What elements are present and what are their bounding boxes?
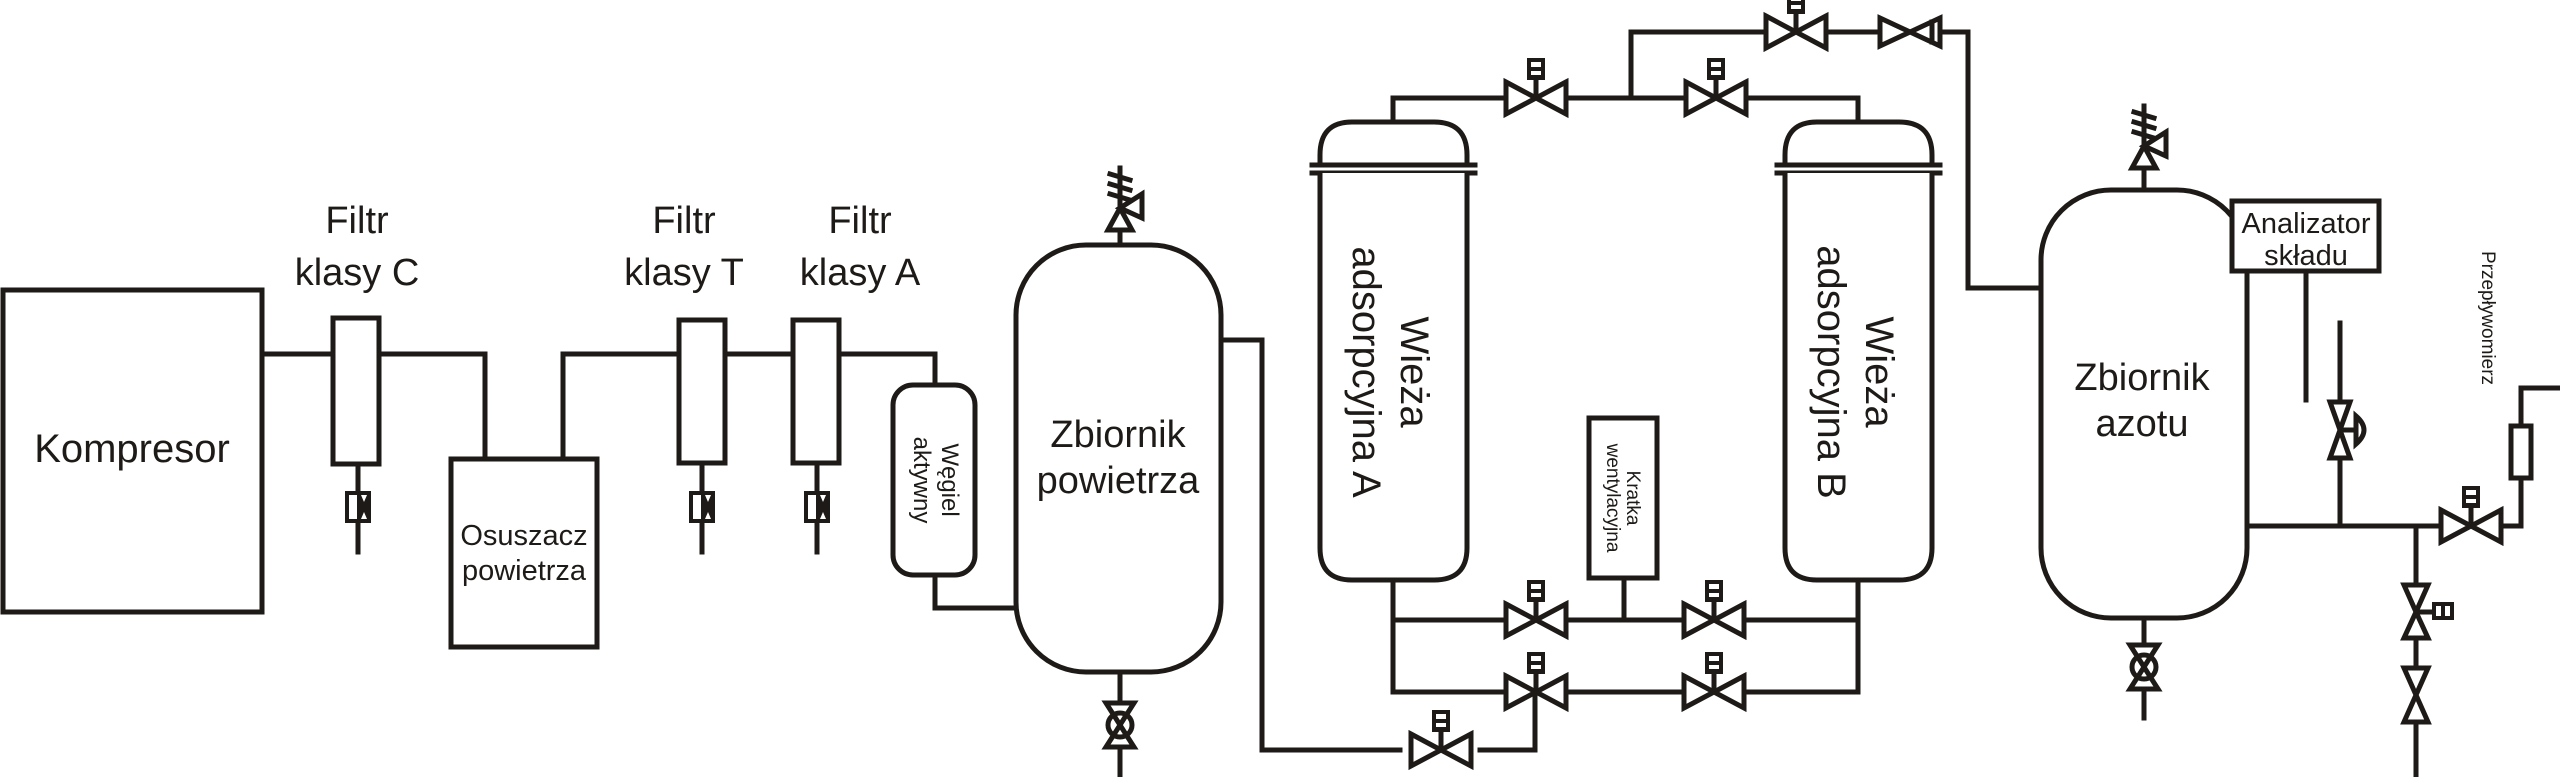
- filter-a-label-line2: klasy A: [800, 252, 921, 294]
- tower-a-body: [1317, 173, 1470, 583]
- nitrogen-tank-label-line2: azotu: [2096, 403, 2189, 445]
- tower-a-label-line2: adsorpcyjna A: [1344, 246, 1388, 498]
- air-tank-label-line1: Zbiornik: [1050, 414, 1186, 456]
- pipes: [260, 29, 2560, 777]
- ball-valve-icon[interactable]: [1106, 703, 1134, 747]
- ball-valve-icon[interactable]: [2130, 645, 2158, 689]
- activated-carbon[interactable]: Węgiel aktywny: [890, 382, 978, 578]
- carbon-label-line2: aktywny: [908, 437, 935, 524]
- filter-t-label-line1: Filtr: [652, 200, 716, 242]
- pipe: [1742, 617, 1861, 695]
- pipe: [1390, 95, 1508, 125]
- valve-icon[interactable]: [2400, 665, 2432, 725]
- pipe: [2497, 475, 2524, 529]
- nitrogen-tank-label-line1: Zbiornik: [2074, 357, 2210, 399]
- air-tank[interactable]: Zbiornik powietrza: [1013, 242, 1224, 675]
- dryer-label-line1: Osuszacz: [460, 520, 587, 552]
- tower-b-body: [1782, 173, 1935, 583]
- filter-c-label-line1: Filtr: [325, 200, 389, 242]
- tower-b-flange: [1774, 162, 1943, 176]
- pipe: [560, 351, 681, 463]
- compressor-label: Kompresor: [34, 427, 230, 471]
- solenoid-valve-icon[interactable]: [1686, 58, 1746, 114]
- flowmeter[interactable]: Przepływomierz: [2477, 251, 2534, 481]
- dryer-label-line2: powietrza: [462, 555, 587, 587]
- filter-t-body: [676, 317, 728, 466]
- solenoid-valve-icon[interactable]: [1411, 710, 1471, 766]
- nitrogen-tank-body: [2038, 187, 2250, 621]
- filter-class-t[interactable]: Filtr klasy T: [624, 200, 744, 466]
- solenoid-valve-icon[interactable]: [2441, 486, 2501, 542]
- tower-a-flange: [1309, 162, 1478, 176]
- carbon-body: [890, 382, 978, 578]
- flowmeter-label: Przepływomierz: [2477, 251, 2498, 385]
- tower-a-label-line1: Wieża: [1392, 316, 1436, 428]
- check-valve-icon[interactable]: [1877, 14, 1943, 50]
- filter-a-label-line1: Filtr: [828, 200, 892, 242]
- filter-t-label-line2: klasy T: [624, 252, 744, 294]
- pipe: [2518, 385, 2560, 429]
- solenoid-valve-icon[interactable]: [1766, 0, 1826, 48]
- tower-b-dome: [1782, 119, 1935, 168]
- pipe: [1744, 95, 1861, 125]
- air-dryer[interactable]: Osuszacz powietrza: [448, 456, 600, 650]
- dryer-body: [448, 456, 600, 650]
- tower-a-dome: [1317, 119, 1470, 168]
- condensate-drain-icon[interactable]: [804, 491, 830, 523]
- air-tank-body: [1013, 242, 1224, 675]
- tower-b-label-line2: adsorpcyjna B: [1809, 245, 1853, 498]
- pipe: [838, 351, 938, 388]
- pressure-regulator-icon[interactable]: [2326, 399, 2367, 461]
- filter-c-label-line2: klasy C: [295, 252, 420, 294]
- solenoid-valve-icon[interactable]: [2400, 582, 2454, 641]
- composition-analyzer[interactable]: Analizator składu: [2229, 198, 2382, 403]
- analyzer-label-line1: Analizator: [2242, 208, 2371, 240]
- pipe: [380, 351, 488, 463]
- vent-grille[interactable]: Kratka wentylacyjna: [1586, 415, 1660, 581]
- pipe: [1939, 29, 2043, 291]
- pipe: [1477, 689, 1538, 753]
- vent-label-line1: Kratka: [1622, 471, 1643, 526]
- condensate-drain-icon[interactable]: [689, 491, 715, 523]
- compressor[interactable]: Kompresor: [0, 287, 265, 615]
- tower-b-label-line1: Wieża: [1857, 316, 1901, 428]
- pipe: [1628, 29, 1768, 101]
- filter-class-a[interactable]: Filtr klasy A: [790, 200, 921, 466]
- analyzer-label-line2: składu: [2264, 240, 2348, 272]
- solenoid-valve-icon[interactable]: [1684, 652, 1744, 708]
- compressor-body: [0, 287, 265, 615]
- solenoid-valve-icon[interactable]: [1684, 580, 1744, 636]
- adsorption-tower-a[interactable]: Wieża adsorpcyjna A: [1309, 119, 1478, 583]
- safety-valve-icon[interactable]: [1108, 168, 1142, 230]
- vent-label-line2: wentylacyjna: [1602, 443, 1623, 553]
- pipe: [1218, 337, 1403, 753]
- filter-a-body: [790, 317, 842, 466]
- filter-class-c[interactable]: Filtr klasy C: [295, 200, 420, 467]
- analyzer-body: [2229, 198, 2382, 274]
- solenoid-valve-icon[interactable]: [1506, 580, 1566, 636]
- solenoid-valve-icon[interactable]: [1506, 58, 1566, 114]
- pipe: [932, 570, 1019, 611]
- air-tank-label-line2: powietrza: [1037, 460, 1200, 502]
- condensate-drain-icon[interactable]: [345, 491, 371, 523]
- pipe: [1390, 577, 1508, 695]
- safety-valve-icon[interactable]: [2132, 106, 2166, 168]
- nitrogen-tank[interactable]: Zbiornik azotu: [2038, 187, 2250, 621]
- filter-c-body: [330, 315, 382, 467]
- adsorption-tower-b[interactable]: Wieża adsorpcyjna B: [1774, 119, 1943, 583]
- flowmeter-body: [2508, 423, 2534, 481]
- carbon-label-line1: Węgiel: [936, 443, 963, 516]
- vent-body: [1586, 415, 1660, 581]
- pipe: [1742, 577, 1861, 623]
